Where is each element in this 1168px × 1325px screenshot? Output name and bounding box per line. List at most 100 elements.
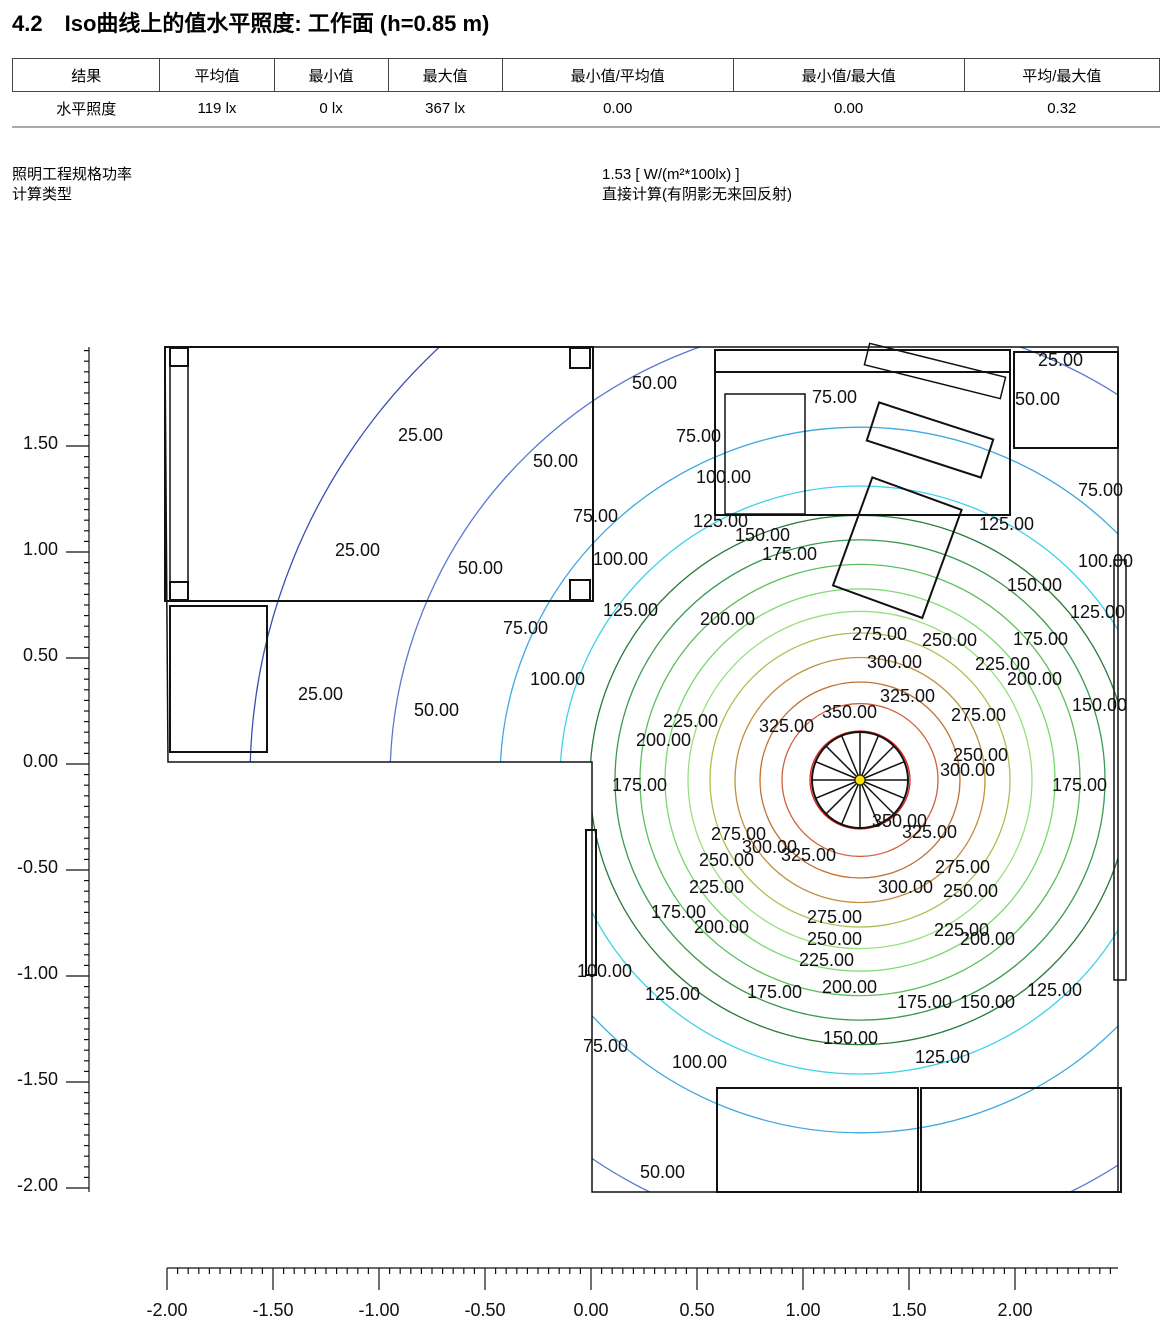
isoline-label: 200.00 — [636, 730, 691, 750]
chair — [831, 476, 963, 620]
isoline-label: 200.00 — [1007, 669, 1062, 689]
isoline-label: 325.00 — [902, 822, 957, 842]
isoline-label: 25.00 — [298, 684, 343, 704]
isoline-label: 250.00 — [922, 630, 977, 650]
isoline-label: 50.00 — [533, 451, 578, 471]
isoline-label: 100.00 — [593, 549, 648, 569]
isoline-label: 75.00 — [573, 506, 618, 526]
y-tick-label: 0.50 — [23, 645, 58, 665]
isoline-label: 225.00 — [663, 711, 718, 731]
isoline-label: 325.00 — [781, 845, 836, 865]
x-tick-label: -1.50 — [252, 1300, 293, 1320]
window — [1113, 559, 1127, 981]
isoline-label: 275.00 — [935, 857, 990, 877]
isoline-label: 150.00 — [735, 525, 790, 545]
luminaire — [811, 731, 909, 829]
isoline-label: 75.00 — [503, 618, 548, 638]
divider — [12, 126, 1160, 128]
y-tick-label: 0.00 — [23, 751, 58, 771]
isoline-label: 300.00 — [878, 877, 933, 897]
table-cell: 0 lx — [319, 99, 343, 117]
isoline-label: 150.00 — [1072, 695, 1127, 715]
isoline-label: 175.00 — [1013, 629, 1068, 649]
isoline-label: 100.00 — [672, 1052, 727, 1072]
isoline-label: 150.00 — [823, 1028, 878, 1048]
isoline-label: 175.00 — [747, 982, 802, 1002]
isoline-label: 250.00 — [953, 745, 1008, 765]
y-tick-label: -1.50 — [17, 1069, 58, 1089]
power-density-label: 照明工程规格功率 — [12, 166, 133, 183]
isoline-label: 350.00 — [872, 811, 927, 831]
y-tick-label: -0.50 — [17, 857, 58, 877]
isoline-label: 25.00 — [335, 540, 380, 560]
keyboard — [865, 401, 995, 479]
isoline-label: 275.00 — [711, 824, 766, 844]
column-header: 最小值 — [273, 58, 389, 92]
cabinet — [169, 605, 268, 753]
isoline-label: 275.00 — [951, 705, 1006, 725]
isoline-label: 125.00 — [915, 1047, 970, 1067]
isoline-label: 125.00 — [603, 600, 658, 620]
table-cell: 119 lx — [197, 99, 237, 117]
isoline-300.00 — [759, 681, 961, 879]
isoline-250.00 — [709, 632, 1011, 928]
isoline-label: 125.00 — [645, 984, 700, 1004]
x-tick-label: 0.50 — [679, 1300, 714, 1320]
luminaire-center-icon — [854, 774, 866, 786]
x-tick-label: 1.50 — [891, 1300, 926, 1320]
y-tick-label: -2.00 — [17, 1175, 58, 1195]
y-tick-label: -1.00 — [17, 963, 58, 983]
isoline-150.00 — [614, 539, 1106, 1021]
isoline-label: 275.00 — [852, 624, 907, 644]
isoline-label: 200.00 — [700, 609, 755, 629]
column-header: 最大值 — [387, 58, 503, 92]
isoline-label: 250.00 — [699, 850, 754, 870]
isoline-label: 100.00 — [696, 467, 751, 487]
isoline-label: 100.00 — [530, 669, 585, 689]
table-cell: 0.32 — [1047, 99, 1077, 117]
table-row: 水平照度 119 lx 0 lx 367 lx 0.00 0.00 0.32 — [13, 92, 1160, 125]
isolines — [249, 347, 1118, 1192]
isoline-label: 50.00 — [458, 558, 503, 578]
isoline-label: 175.00 — [897, 992, 952, 1012]
table-cell: 367 lx — [425, 99, 466, 117]
isoline-325.00 — [781, 702, 939, 858]
isoline-label: 150.00 — [1007, 575, 1062, 595]
isoline-label: 100.00 — [1078, 551, 1133, 571]
room-furniture — [164, 342, 1127, 1193]
info-labels: 照明工程规格功率 计算类型 — [12, 165, 132, 205]
isoline-label: 325.00 — [880, 686, 935, 706]
section-number: 4.2 — [12, 11, 43, 36]
wardrobe — [164, 346, 594, 602]
isoline-label: 300.00 — [867, 652, 922, 672]
isoline-label: 25.00 — [398, 425, 443, 445]
isoline-label: 225.00 — [689, 877, 744, 897]
isoline-label: 125.00 — [979, 514, 1034, 534]
column-header: 最小值/平均值 — [501, 58, 734, 92]
x-tick-label: 1.00 — [785, 1300, 820, 1320]
isoline-label: 225.00 — [975, 654, 1030, 674]
desk — [714, 349, 1011, 516]
table-header-row: 结果 平均值 最小值 最大值 最小值/平均值 最小值/最大值 平均/最大值 — [11, 58, 1161, 92]
isoline-label: 225.00 — [799, 950, 854, 970]
isoline-label: 125.00 — [693, 511, 748, 531]
isoline-225.00 — [687, 610, 1033, 950]
power-density-value: 1.53 [ W/(m²*100lx) ] — [602, 166, 740, 183]
isoline-label: 300.00 — [940, 760, 995, 780]
isoline-200.00 — [664, 588, 1056, 972]
isoline-label: 225.00 — [934, 920, 989, 940]
isoline-label: 275.00 — [807, 907, 862, 927]
isoline-label: 150.00 — [960, 992, 1015, 1012]
isoline-label: 200.00 — [822, 977, 877, 997]
info-values: 1.53 [ W/(m²*100lx) ] 直接计算(有阴影无来回反射) — [602, 165, 792, 205]
side-cabinet — [1013, 351, 1119, 449]
isoline-label: 325.00 — [759, 716, 814, 736]
isoline-label: 175.00 — [612, 775, 667, 795]
x-tick-label: -1.00 — [358, 1300, 399, 1320]
calc-type-label: 计算类型 — [12, 186, 73, 203]
isoline-label: 75.00 — [583, 1036, 628, 1056]
column-header: 最小值/最大值 — [732, 58, 965, 92]
isoline-label: 75.00 — [676, 426, 721, 446]
